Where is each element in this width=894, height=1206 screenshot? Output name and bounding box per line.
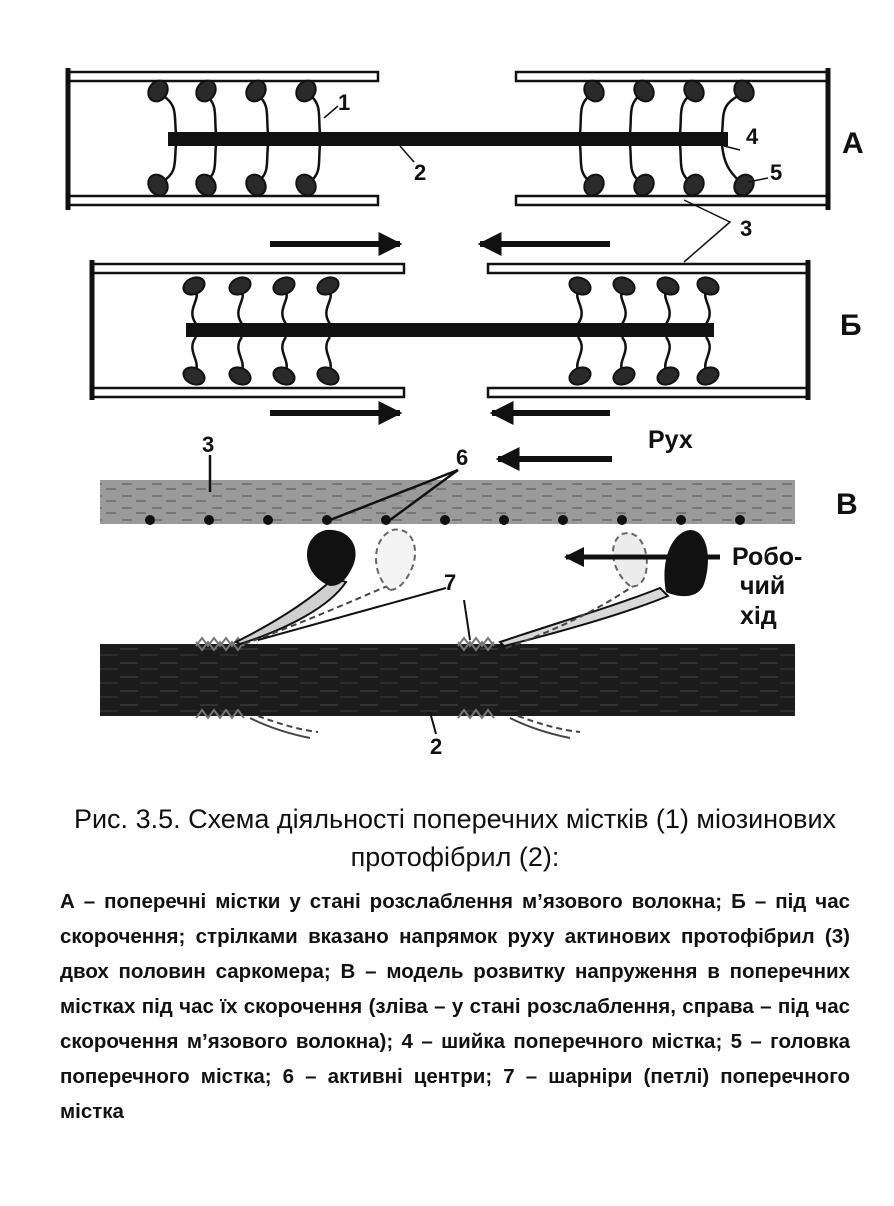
caption-body: А – поперечні містки у стані розслабленн… — [60, 890, 850, 1123]
label-2-myosin: 2 — [414, 160, 426, 185]
label-power-stroke-2: чий — [740, 572, 785, 600]
panel-label-c: В — [836, 488, 858, 521]
cross-bridge-right — [498, 530, 708, 649]
label-7: 7 — [444, 570, 456, 595]
label-power-stroke-1: Робо- — [732, 543, 802, 571]
leader-lines-a — [323, 105, 769, 263]
sarcomere-diagram: 1 2 4 5 3 А — [65, 68, 864, 759]
actin-filaments-b — [90, 262, 810, 399]
active-centres — [145, 515, 745, 525]
figure-caption: Рис. 3.5. Схема діяльності поперечних мі… — [60, 800, 850, 1129]
panel-label-a: А — [842, 127, 864, 160]
actin-filaments-a — [66, 70, 830, 207]
label-3-actin: 3 — [740, 216, 752, 241]
label-2-myosin-c: 2 — [430, 734, 442, 759]
label-4: 4 — [746, 124, 759, 149]
label-3-actin-c: 3 — [202, 432, 214, 457]
myosin-band — [100, 644, 795, 716]
label-power-stroke-3: хід — [740, 602, 777, 630]
caption-title: Рис. 3.5. Схема діяльності поперечних мі… — [73, 804, 837, 872]
cross-bridge-heads-a — [147, 79, 755, 197]
label-6: 6 — [456, 445, 468, 470]
myosin-filament-b — [186, 323, 714, 337]
label-movement: Рух — [648, 426, 693, 454]
panel-b-contracted: Б — [89, 232, 862, 425]
panel-c-model: Рух 3 6 — [100, 426, 858, 759]
cross-bridge-left — [233, 528, 417, 646]
hinges — [195, 636, 495, 720]
lower-tails — [249, 715, 581, 739]
label-1: 1 — [338, 90, 350, 115]
label-5: 5 — [770, 160, 782, 185]
cross-bridge-heads-b — [182, 276, 720, 386]
panel-a-relaxed: 1 2 4 5 3 А — [65, 68, 864, 263]
myosin-filament-a — [168, 132, 728, 146]
panel-label-b: Б — [840, 309, 862, 342]
